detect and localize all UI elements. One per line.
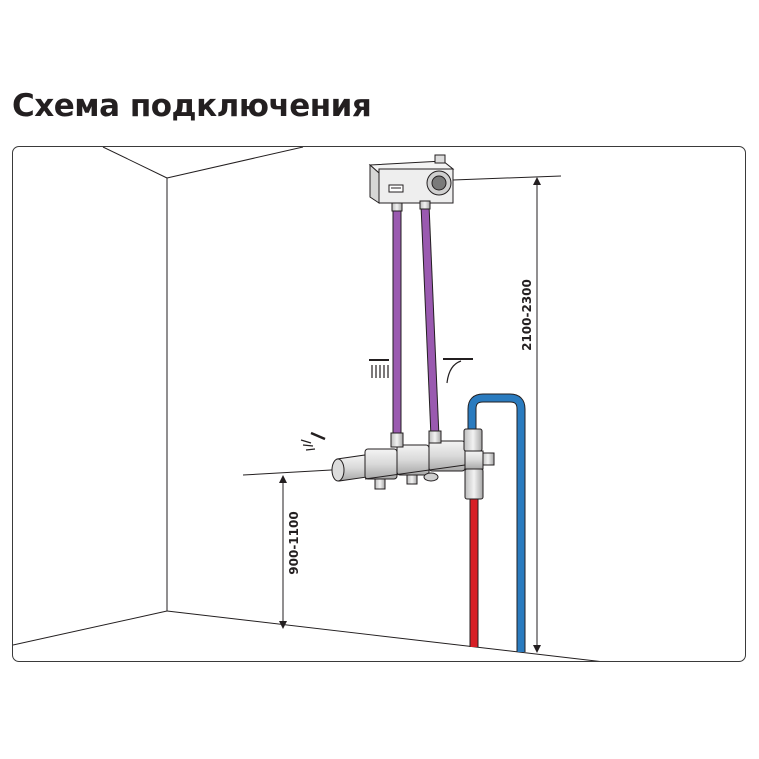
mixer-drain-plug bbox=[423, 472, 439, 482]
cold-water-pipe-fill bbox=[468, 394, 525, 652]
mixer-bottom-knob-right bbox=[406, 474, 418, 485]
spout-icon bbox=[443, 358, 473, 384]
mixer-mounting-line bbox=[364, 464, 466, 480]
thermostatic-mixer bbox=[331, 428, 495, 500]
mixer-hose-fitting-left bbox=[390, 432, 404, 448]
box-fitting-right bbox=[419, 200, 431, 210]
mixer-handle-cap bbox=[331, 458, 345, 482]
supply-pipes bbox=[467, 393, 526, 652]
floor-left-line bbox=[13, 610, 168, 646]
ceiling-right-line bbox=[166, 147, 304, 179]
diagram-frame: 2100-2300 900-1100 bbox=[12, 146, 746, 662]
ceiling-left-line bbox=[102, 147, 168, 179]
ceiling-junction-box bbox=[368, 154, 455, 212]
connection-diagram: 2100-2300 900-1100 bbox=[13, 147, 601, 661]
cold-inlet-coupling bbox=[464, 450, 484, 470]
floor-right-line bbox=[166, 610, 601, 661]
cold-inlet-valve bbox=[463, 428, 483, 452]
box-outlet-hole bbox=[431, 175, 447, 191]
mixer-height-label: 900-1100 bbox=[287, 511, 301, 574]
shower-height-label: 2100-2300 bbox=[520, 279, 534, 351]
mixer-bottom-knob-left bbox=[374, 478, 386, 490]
cold-inlet-tee bbox=[481, 452, 495, 466]
room-outline bbox=[13, 147, 601, 661]
box-bracket bbox=[434, 154, 446, 164]
spout-hose-fill bbox=[421, 204, 439, 438]
box-fitting-left bbox=[391, 202, 403, 212]
hoses bbox=[392, 204, 440, 440]
extension-lines bbox=[242, 175, 562, 476]
ceiling-box-extension-line bbox=[452, 175, 562, 181]
hot-inlet-valve bbox=[464, 468, 484, 500]
mixer-valve-right bbox=[428, 440, 466, 472]
hand-shower-icon bbox=[300, 431, 326, 451]
page-title: Схема подключения bbox=[12, 88, 372, 124]
mixer-body-left bbox=[364, 448, 398, 480]
mixer-hose-fitting-right bbox=[428, 430, 442, 444]
rain-shower-icon bbox=[369, 359, 389, 378]
